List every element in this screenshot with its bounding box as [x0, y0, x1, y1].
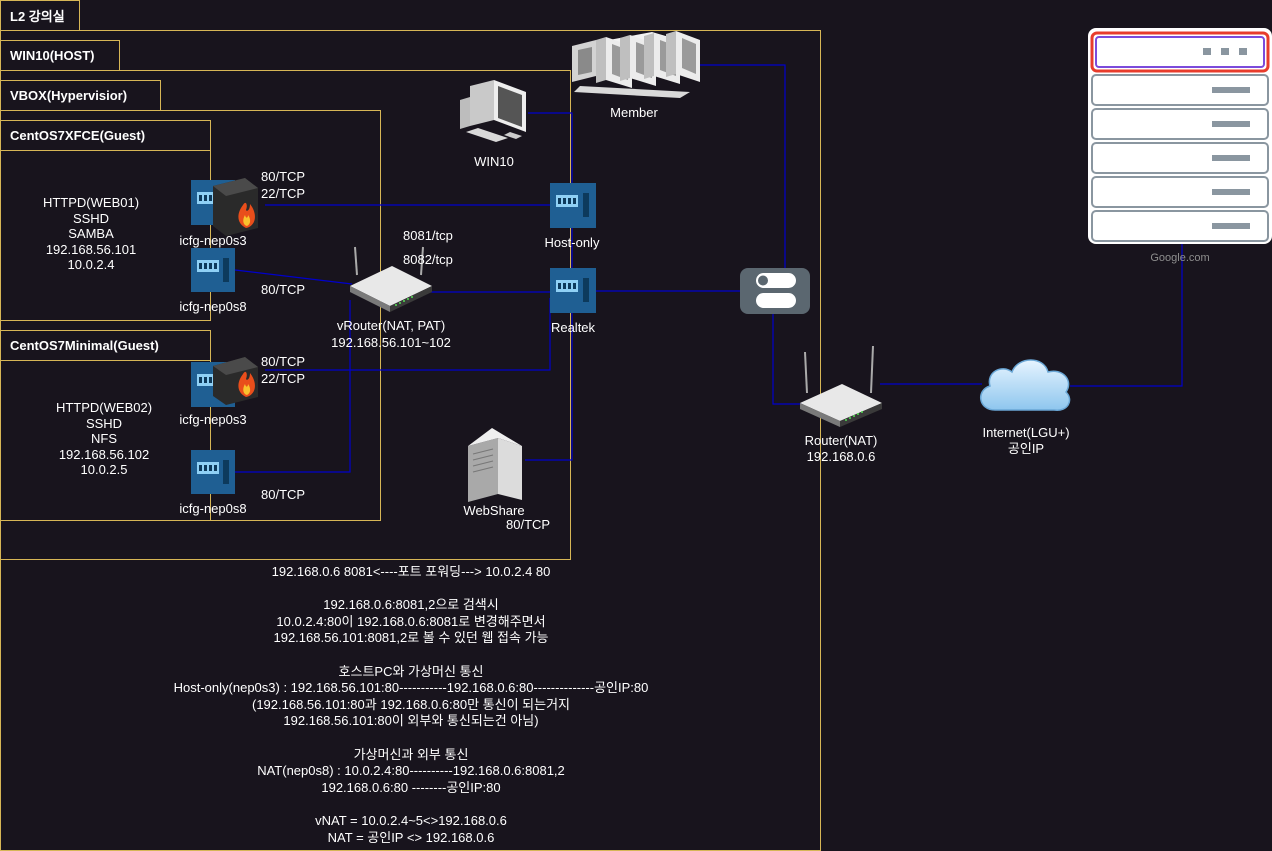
link-switch-router [772, 314, 802, 405]
note-line: 192.168.56.101:80이 외부와 통신되는건 아님) [283, 713, 539, 729]
note-line: 192.168.0.6 8081<----포트 포워딩---> 10.0.2.4… [271, 564, 551, 579]
note-line [91, 796, 731, 813]
guest2-nep0s3-port-80: 80/TCP [261, 354, 306, 369]
guest2-nep0s3-label: icfg-nep0s3 [179, 412, 247, 427]
guest1-nep0s3-port-22: 22/TCP [261, 186, 306, 201]
guest2-ip-hostonly: 192.168.56.102 [58, 446, 150, 462]
realtek-label: Realtek [550, 320, 596, 335]
vrouter-port-8081: 8081/tcp [403, 228, 453, 243]
guest1-nep0s8-port: 80/TCP [261, 282, 306, 297]
note-line [91, 647, 731, 664]
webshare-server-icon [468, 428, 522, 502]
guest2-service-nfs: NFS [91, 431, 117, 446]
guest2-nep0s8-port: 80/TCP [261, 487, 306, 502]
win10-label: WIN10 [474, 154, 514, 169]
note-line: 192.168.0.6:8081,2으로 검색시 [323, 597, 499, 613]
note-line [91, 581, 731, 598]
guest2-service-httpd: HTTPD(WEB02) [55, 400, 153, 415]
guest2-service-sshd: SSHD [85, 415, 123, 431]
l2-classroom-title: L2 강의실 [0, 0, 80, 31]
router-icon [800, 345, 882, 427]
webshare-label: WebShare [463, 503, 525, 518]
switch-icon [740, 268, 810, 314]
hostonly-label: Host-only [544, 235, 600, 250]
guest2-nep0s3-firewall-icon [191, 357, 258, 407]
note-line: (192.168.56.101:80과 192.168.0.6:80만 통신이 … [252, 696, 570, 712]
note-line: vNAT = 10.0.2.4~5<>192.168.0.6 [315, 812, 507, 828]
port-forwarding-notes: 192.168.0.6 8081<----포트 포워딩---> 10.0.2.4… [91, 564, 731, 846]
guest1-nep0s8-nic-icon [191, 248, 235, 292]
link-guest2-nep0s8-vrouter [232, 300, 351, 473]
vrouter-icon [350, 246, 432, 312]
guest1-nep0s3-firewall-icon [191, 178, 258, 236]
internet-name: Internet(LGU+) [982, 425, 1070, 440]
guest2-ip-nat: 10.0.2.5 [80, 462, 128, 477]
guest1-service-sshd: SSHD [72, 210, 110, 226]
note-line: 10.0.2.4:80이 192.168.0.6:8081로 변경해주면서 [276, 613, 546, 629]
google-label: Google.com [1150, 252, 1210, 264]
note-line: 192.168.0.6:80 --------공인IP:80 [321, 779, 501, 795]
router-ip: 192.168.0.6 [806, 449, 876, 464]
guest1-title: CentOS7XFCE(Guest) [0, 120, 211, 151]
member-pcs-icon [572, 31, 700, 98]
vrouter-range: 192.168.56.101~102 [331, 335, 451, 350]
google-server-rack-icon [1088, 28, 1272, 244]
note-line: 가상머신과 외부 통신 [353, 746, 469, 762]
member-label: Member [610, 105, 658, 120]
guest1-service-samba: SAMBA [68, 226, 114, 241]
note-line [91, 730, 731, 747]
link-guest1-nep0s8-vrouter [234, 269, 353, 285]
guest2-nep0s8-nic-icon [191, 450, 235, 494]
vrouter-port-8082: 8082/tcp [403, 252, 453, 267]
guest2-nep0s8-label: icfg-nep0s8 [179, 501, 247, 516]
guest2-nep0s3-port-22: 22/TCP [261, 371, 306, 386]
internet-ip: 공인IP [1007, 441, 1045, 456]
router-name: Router(NAT) [804, 433, 878, 448]
guest1-nep0s3-label: icfg-nep0s3 [179, 233, 247, 248]
guest2-services: HTTPD(WEB02) SSHD NFS 192.168.56.102 10.… [56, 400, 152, 478]
internet-cloud-icon [980, 359, 1071, 411]
link-internet-google [1070, 244, 1183, 387]
note-line: NAT(nep0s8) : 10.0.2.4:80----------192.1… [257, 763, 565, 779]
guest1-services: HTTPD(WEB01) SSHD SAMBA 192.168.56.101 1… [43, 195, 139, 273]
note-line: Host-only(nep0s3) : 192.168.56.101:80---… [173, 680, 649, 696]
guest1-nep0s8-label: icfg-nep0s8 [179, 299, 247, 314]
note-line: NAT = 공인IP <> 192.168.0.6 [327, 829, 495, 845]
guest1-service-httpd: HTTPD(WEB01) [42, 195, 140, 210]
webshare-port: 80/TCP [506, 517, 551, 532]
hypervisor-title: VBOX(Hypervisior) [0, 80, 161, 111]
note-line: 호스트PC와 가상머신 통신 [338, 663, 484, 679]
guest1-ip-hostonly: 192.168.56.101 [45, 241, 137, 257]
guest1-ip-nat: 10.0.2.4 [67, 257, 115, 272]
link-guest2-nep0s3-realtek [265, 298, 551, 371]
host-title: WIN10(HOST) [0, 40, 120, 71]
win10-pc-icon [460, 80, 526, 142]
connection-lines [232, 64, 1183, 473]
vrouter-name: vRouter(NAT, PAT) [336, 318, 446, 333]
guest1-nep0s3-port-80: 80/TCP [261, 169, 306, 184]
hostonly-nic-icon [550, 183, 596, 228]
realtek-nic-icon [550, 268, 596, 313]
link-member-switch [686, 64, 786, 268]
guest2-title: CentOS7Minimal(Guest) [0, 330, 211, 361]
note-line: 192.168.56.101:8081,2로 볼 수 있던 웹 접속 가능 [273, 630, 549, 646]
